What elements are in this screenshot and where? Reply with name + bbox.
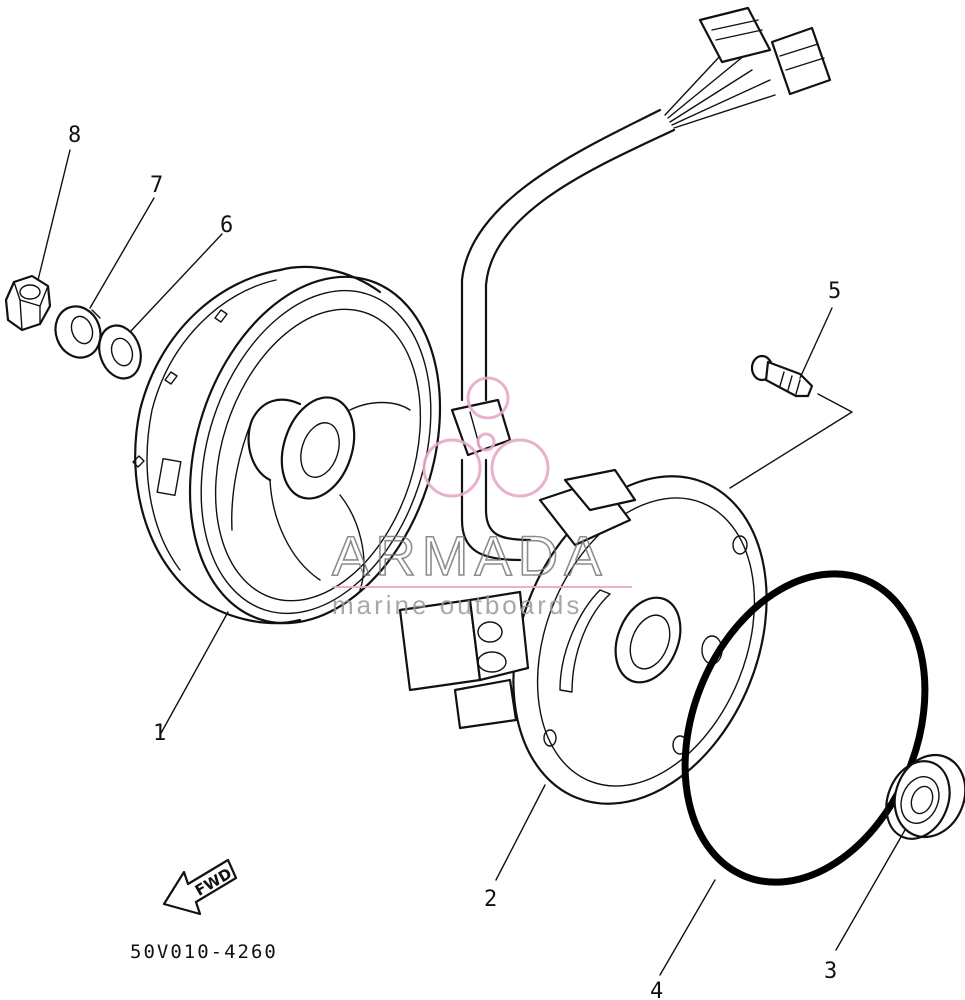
callout-5: 5: [828, 279, 841, 304]
callout-numbers: 8 7 6 5 1 2 3 4: [68, 123, 841, 1000]
part-1-flywheel-rotor: [132, 265, 442, 625]
callout-1: 1: [153, 721, 166, 746]
callout-7: 7: [150, 173, 163, 198]
part-8-nut: [4, 274, 52, 332]
watermark-logo: [422, 376, 550, 498]
watermark-brand: ARMADA: [332, 524, 608, 587]
connector-top: [698, 6, 772, 64]
callout-3: 3: [824, 959, 837, 984]
part-6-plain-washer: [98, 324, 142, 380]
part-7-lock-washer: [54, 305, 102, 359]
part-5-screw: [750, 354, 814, 398]
watermark: ARMADA marine outboards: [331, 376, 632, 620]
part-2-stator-assembly: [398, 468, 768, 805]
callout-6: 6: [220, 213, 233, 238]
part-3-bearing: [885, 753, 965, 840]
watermark-tagline: marine outboards: [332, 590, 582, 620]
reference-code: 50V010-4260: [130, 941, 278, 963]
callout-2: 2: [484, 887, 497, 912]
fwd-direction-arrow: FWD: [162, 858, 238, 916]
callout-4: 4: [650, 979, 663, 1000]
wiring-harness: [450, 39, 776, 562]
leader-lines: [37, 149, 906, 976]
callout-8: 8: [68, 123, 81, 148]
part-4-o-ring: [681, 570, 929, 886]
connector-right: [770, 26, 832, 96]
